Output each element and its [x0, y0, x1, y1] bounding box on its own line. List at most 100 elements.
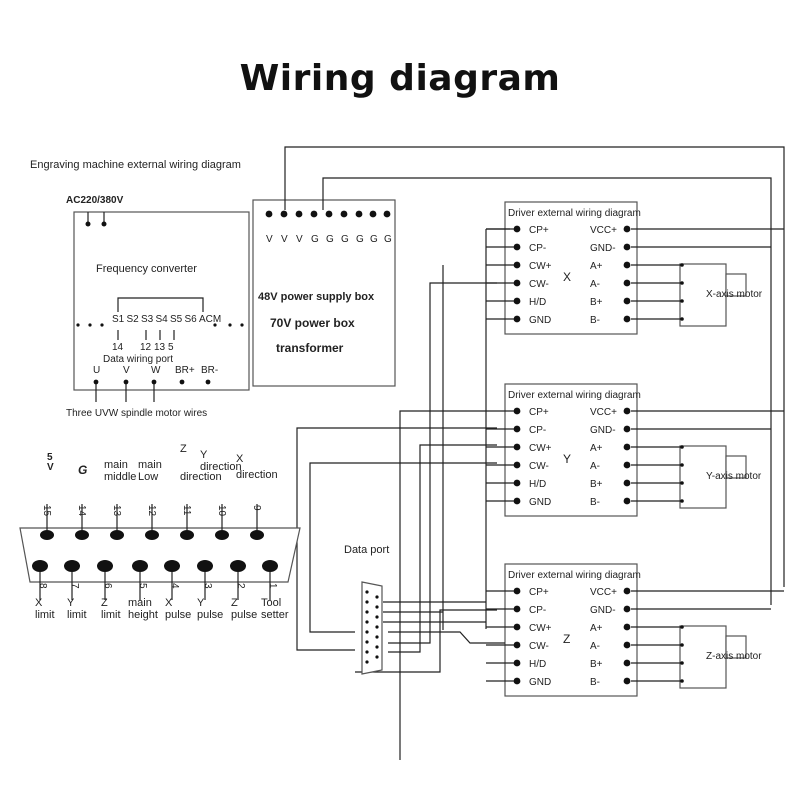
- driver-box: [504, 563, 638, 697]
- driver-terminal-label: CP-: [529, 425, 546, 436]
- driver-terminal-label: GND-: [590, 243, 616, 254]
- driver-terminal-label: B-: [590, 677, 600, 688]
- driver-box: [504, 201, 638, 335]
- db15-top-pin: [110, 530, 124, 540]
- db15-pin: [375, 615, 379, 619]
- motor-terminal-label: V: [123, 365, 130, 376]
- driver-terminal-label: A-: [590, 279, 600, 290]
- motor-terminal-dot: [205, 379, 211, 385]
- db15-bottom-pin: [230, 560, 246, 572]
- motor-block: [679, 263, 727, 327]
- db15-bottom-label: X: [165, 597, 173, 609]
- terminal-dot: [76, 323, 80, 327]
- db15-bottom-pin: [97, 560, 113, 572]
- db15-bottom-pin-number: 4: [169, 583, 180, 589]
- driver-terminal-label: A+: [590, 623, 603, 634]
- ac-input-terminal: [101, 221, 107, 227]
- motor-phase-dot: [680, 481, 684, 485]
- motor-block: [679, 625, 727, 689]
- converter-terminal-label: S5: [170, 314, 183, 325]
- driver-terminal-label: A-: [590, 461, 600, 472]
- driver-terminal-label: VCC+: [590, 587, 617, 598]
- driver-terminal-dot: [623, 461, 631, 469]
- driver-terminal-label: A+: [590, 261, 603, 272]
- db15-top-pin-number: 11: [181, 505, 192, 516]
- motor-phase-dot: [680, 445, 684, 449]
- db15-pin: [365, 630, 369, 634]
- converter-terminal-label: S1: [112, 314, 125, 325]
- terminal-dot: [240, 323, 244, 327]
- power-terminal-dot: [325, 210, 333, 218]
- db15-bottom-label: main: [128, 597, 152, 609]
- converter-terminal-label: S3: [141, 314, 154, 325]
- dir-wire-y: [309, 462, 497, 633]
- db15-pin: [375, 595, 379, 599]
- power-line-1: 48V power supply box: [258, 291, 375, 303]
- db15-bottom-label: pulse: [165, 609, 191, 621]
- dir-wire-z: [296, 427, 497, 651]
- terminal-dot: [88, 323, 92, 327]
- db15-top-pin: [215, 530, 229, 540]
- power-line-2: 70V power box: [270, 316, 355, 330]
- driver-terminal-dot: [513, 497, 521, 505]
- main-vcc-bus: [284, 146, 785, 587]
- db15-bottom-label: X: [35, 597, 43, 609]
- db15-top-label: V: [47, 462, 54, 473]
- power-terminal-mark: G: [384, 234, 392, 245]
- driver-terminal-dot: [623, 497, 631, 505]
- db15-bottom-pin: [197, 560, 213, 572]
- driver-header: Driver external wiring diagram: [508, 208, 641, 219]
- driver-terminal-label: B-: [590, 315, 600, 326]
- power-terminal-dot: [295, 210, 303, 218]
- ac-input-terminal: [85, 221, 91, 227]
- gnd-return-wire: [355, 609, 497, 673]
- power-terminal-dot: [310, 210, 318, 218]
- driver-terminal-dot: [623, 425, 631, 433]
- motor-phase-dot: [680, 299, 684, 303]
- converter-title: Frequency converter: [96, 263, 197, 275]
- db15-top-pin: [40, 530, 54, 540]
- db15-top-pin: [180, 530, 194, 540]
- db15-bottom-pin-number: 5: [137, 583, 148, 589]
- driver-terminal-label: CW+: [529, 623, 552, 634]
- driver-terminal-dot: [623, 279, 631, 287]
- driver-terminal-dot: [623, 225, 631, 233]
- driver-terminal-label: CP+: [529, 225, 549, 236]
- db15-top-pin-number: 9: [251, 505, 262, 511]
- driver-terminal-label: H/D: [529, 297, 546, 308]
- driver-terminal-dot: [623, 297, 631, 305]
- driver-terminal-dot: [513, 407, 521, 415]
- converter-terminal-label: S6: [185, 314, 198, 325]
- motor-terminal-label: BR-: [201, 365, 218, 376]
- driver-terminal-dot: [513, 461, 521, 469]
- driver-terminal-dot: [623, 677, 631, 685]
- converter-pin-number: 12: [140, 342, 152, 353]
- driver-terminal-label: B+: [590, 297, 603, 308]
- db15-top-pin-number: 14: [76, 505, 87, 517]
- driver-terminal-label: VCC+: [590, 407, 617, 418]
- db15-pin: [365, 620, 369, 624]
- motor-label: Z-axis motor: [706, 651, 762, 662]
- motor-terminal-label: BR+: [175, 365, 195, 376]
- driver-terminal-label: A-: [590, 641, 600, 652]
- db15-top-pin-number: 12: [146, 505, 157, 517]
- db15-bottom-label: limit: [35, 609, 55, 621]
- motor-block: [679, 445, 727, 509]
- driver-terminal-label: GND: [529, 497, 551, 508]
- power-terminal-dot: [369, 210, 377, 218]
- db15-bottom-pin-number: 7: [69, 583, 80, 589]
- power-terminal-dot: [340, 210, 348, 218]
- driver-terminal-dot: [623, 659, 631, 667]
- db15-top-label: direction: [200, 461, 242, 473]
- db15-pin: [375, 635, 379, 639]
- power-terminal-dot: [355, 210, 363, 218]
- driver-terminal-dot: [513, 261, 521, 269]
- driver-terminal-label: CW+: [529, 261, 552, 272]
- db15-top-label: 5: [47, 452, 53, 463]
- db15-top-label: direction: [180, 471, 222, 483]
- motor-terminal-dot: [179, 379, 185, 385]
- motor-phase-dot: [680, 643, 684, 647]
- converter-bus-wire: [117, 297, 204, 312]
- db15-top-label: X: [236, 453, 244, 465]
- driver-terminal-dot: [623, 443, 631, 451]
